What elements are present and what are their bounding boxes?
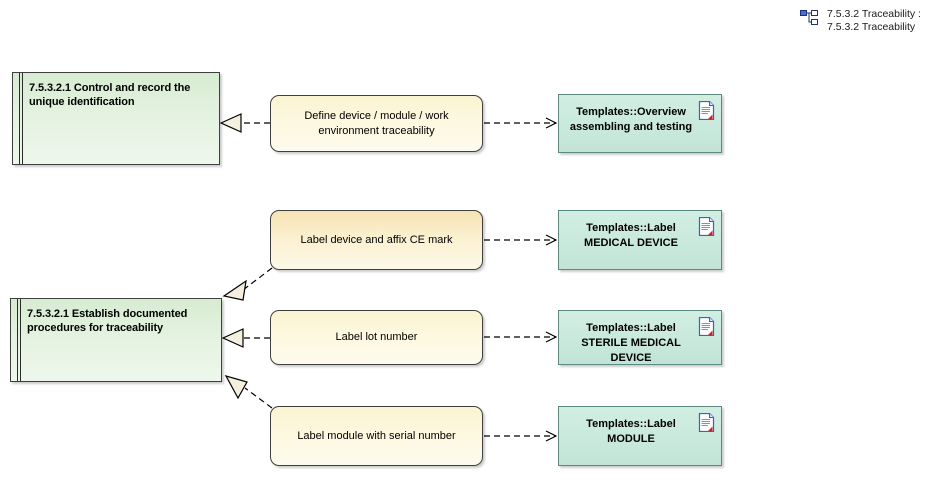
connector-serial-to-req-establish[interactable]	[224, 375, 273, 409]
document-icon	[698, 413, 715, 432]
artifact-label-module[interactable]: Templates::Label MODULE	[558, 406, 722, 466]
activity-label: Label lot number	[335, 331, 418, 343]
artifact-label: Templates::Label STERILE MEDICAL DEVICE	[581, 322, 681, 364]
diagram-caption-text: 7.5.3.2 Traceability : 7.5.3.2 Traceabil…	[827, 8, 921, 33]
diagram-tree-icon	[800, 10, 818, 25]
activity-label-ce-mark[interactable]: Label device and affix CE mark	[270, 210, 483, 270]
activity-define-traceability[interactable]: Define device / module / work environmen…	[270, 95, 483, 152]
requirement-rail-outer	[19, 73, 20, 164]
requirement-establish-procedures[interactable]: 7.5.3.2.1 Establish documented procedure…	[10, 298, 222, 382]
artifact-label: Templates::Overview assembling and testi…	[569, 106, 693, 133]
requirement-control-and-record[interactable]: 7.5.3.2.1 Control and record the unique …	[12, 72, 220, 165]
artifact-overview-assembling-testing[interactable]: Templates::Overview assembling and testi…	[558, 94, 722, 153]
requirement-rail-inner	[22, 73, 23, 164]
document-icon	[698, 101, 715, 120]
artifact-label-sterile-medical-device[interactable]: Templates::Label STERILE MEDICAL DEVICE	[558, 310, 722, 365]
artifact-label: Templates::Label MEDICAL DEVICE	[584, 222, 678, 249]
activity-label-serial-number[interactable]: Label module with serial number	[270, 406, 483, 466]
requirement-label: 7.5.3.2.1 Establish documented procedure…	[27, 308, 188, 334]
connector-lot-to-req-establish[interactable]	[221, 328, 270, 348]
requirement-label: 7.5.3.2.1 Control and record the unique …	[29, 82, 191, 108]
requirement-rail-outer	[17, 299, 18, 381]
artifact-label-medical-device[interactable]: Templates::Label MEDICAL DEVICE	[558, 210, 722, 270]
document-icon	[698, 317, 715, 336]
activity-label: Label module with serial number	[297, 429, 456, 442]
requirement-rail-inner	[20, 299, 21, 381]
activity-label: Define device / module / work environmen…	[304, 109, 449, 137]
connector-define-to-req-control[interactable]	[219, 113, 270, 133]
activity-label: Label device and affix CE mark	[300, 233, 453, 246]
artifact-label: Templates::Label MODULE	[586, 418, 676, 445]
activity-label-lot-number[interactable]: Label lot number	[270, 310, 483, 365]
document-icon	[698, 217, 715, 236]
connector-ce-to-req-establish[interactable]	[222, 267, 273, 301]
